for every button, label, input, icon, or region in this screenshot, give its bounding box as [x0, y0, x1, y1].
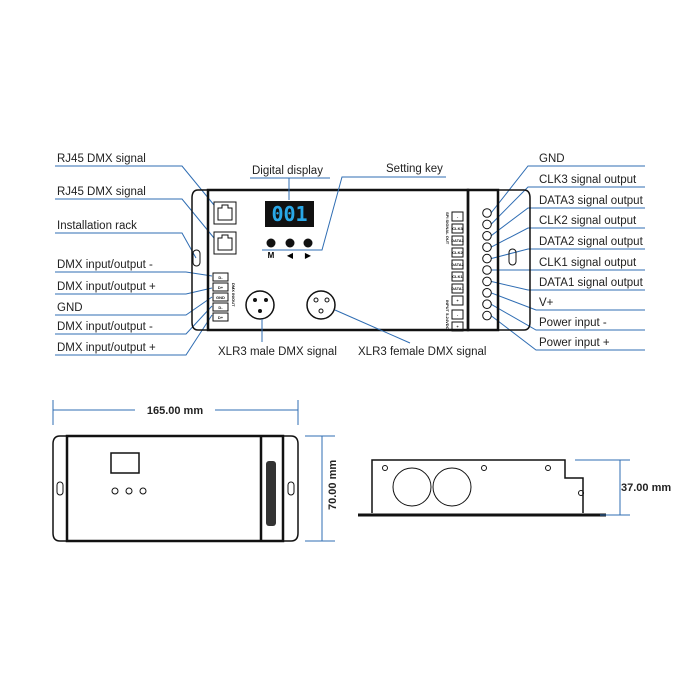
dmx-terminal-label: D+	[218, 315, 224, 320]
dmx-terminal	[212, 282, 229, 292]
dimension-height: 70.00 mm	[327, 460, 339, 510]
spi-terminal	[451, 283, 464, 294]
spi-terminal-label: CLK3	[452, 226, 463, 231]
screw-terminal	[482, 310, 492, 321]
left-label: DMX input/output -	[57, 321, 153, 333]
screw-terminal	[482, 219, 492, 230]
display-value: 001	[271, 202, 307, 226]
right-button[interactable]	[303, 238, 313, 248]
menu-button[interactable]	[266, 238, 276, 248]
label-xlr-female: XLR3 female DMX signal	[358, 346, 486, 358]
right-label: DATA3 signal output	[539, 195, 644, 207]
terminal-section	[466, 188, 500, 332]
side-view-drawing: 37.00 mm	[358, 459, 671, 517]
spi-terminal-label: -	[457, 312, 459, 317]
spi-terminal	[451, 259, 464, 270]
label-setting-key: Setting key	[386, 163, 443, 175]
screw-terminal	[482, 299, 492, 310]
dmx-terminal-label: D-	[218, 275, 223, 280]
dmx-io-text: DMX IN/OUT	[231, 283, 236, 307]
left-button[interactable]	[285, 238, 295, 248]
spi-terminal	[451, 247, 464, 258]
spi-terminal	[451, 295, 464, 306]
dimension-depth: 37.00 mm	[621, 482, 671, 494]
left-label: DMX input/output -	[57, 259, 153, 271]
screw-terminal	[482, 288, 492, 298]
right-label: CLK2 signal output	[539, 215, 637, 227]
right-label: Power input -	[539, 317, 607, 329]
button-label-left: ◀	[287, 251, 294, 260]
right-mount-slot	[508, 248, 517, 266]
spi-terminal-label: -	[457, 214, 459, 219]
dmx-terminal	[212, 292, 229, 302]
screw-terminal	[482, 231, 492, 241]
spi-terminal	[451, 235, 464, 246]
input-text: INPUT 5-24VDC	[445, 300, 450, 330]
dmx-terminal-label: D-	[218, 305, 223, 310]
spi-terminal-label: DATA2	[451, 262, 465, 267]
left-label: GND	[57, 302, 83, 314]
screw-terminal	[482, 208, 492, 218]
spi-terminal	[451, 309, 464, 320]
right-label: GND	[539, 153, 565, 165]
xlr-male-connector	[245, 290, 275, 320]
left-flange	[191, 189, 210, 331]
label-xlr-male: XLR3 male DMX signal	[218, 346, 337, 358]
right-label: DATA1 signal output	[539, 277, 644, 289]
right-label: CLK1 signal output	[539, 257, 637, 269]
top-view-drawing: 165.00 mm 70.00 mm	[52, 400, 339, 543]
spi-terminal	[451, 211, 464, 222]
spi-out-text: SPI SIGNAL OUT	[445, 212, 450, 245]
spi-terminal	[451, 223, 464, 234]
label-digital-display: Digital display	[252, 165, 323, 177]
screw-terminal	[482, 265, 492, 275]
dmx-terminal	[212, 312, 229, 322]
xlr-female-connector	[306, 290, 336, 320]
left-label: Installation rack	[57, 220, 137, 232]
right-label: Power input +	[539, 337, 610, 349]
dmx-terminal-label: D+	[218, 285, 224, 290]
right-label: CLK3 signal output	[539, 174, 637, 186]
dmx-terminal-label: GND	[216, 295, 225, 300]
right-label: V+	[539, 297, 554, 309]
screw-terminal	[482, 276, 492, 287]
dimension-width: 165.00 mm	[147, 405, 203, 417]
left-mount-slot	[192, 249, 201, 267]
spi-terminal	[451, 321, 464, 332]
left-label: RJ45 DMX signal	[57, 153, 146, 165]
digital-display	[265, 201, 314, 227]
spi-terminal-label: +	[456, 324, 459, 329]
button-label-m: M	[268, 251, 275, 260]
spi-terminal-label: CLK1	[452, 274, 463, 279]
dmx-terminal	[212, 272, 229, 282]
rj45-port-1	[213, 201, 237, 225]
right-flange	[498, 189, 531, 331]
screw-terminal	[482, 253, 492, 264]
dmx-terminal	[212, 302, 229, 312]
screw-terminal	[482, 242, 492, 252]
spi-terminal-label: DATA1	[451, 286, 465, 291]
spi-terminal-label: CLK2	[452, 250, 463, 255]
spi-terminal	[451, 271, 464, 282]
rj45-port-2	[213, 231, 237, 255]
spi-terminal-label: DATA3	[451, 238, 465, 243]
left-label: RJ45 DMX signal	[57, 186, 146, 198]
device-front-view: 001 M ◀ ▶ D- D+ GND D- D+ DMX IN/OUT - CLK3DA…	[191, 188, 531, 332]
right-label: DATA2 signal output	[539, 236, 644, 248]
spi-terminal-label: +	[456, 298, 459, 303]
left-label: DMX input/output +	[57, 281, 156, 293]
left-label: DMX input/output +	[57, 342, 156, 354]
button-label-right: ▶	[305, 251, 312, 260]
